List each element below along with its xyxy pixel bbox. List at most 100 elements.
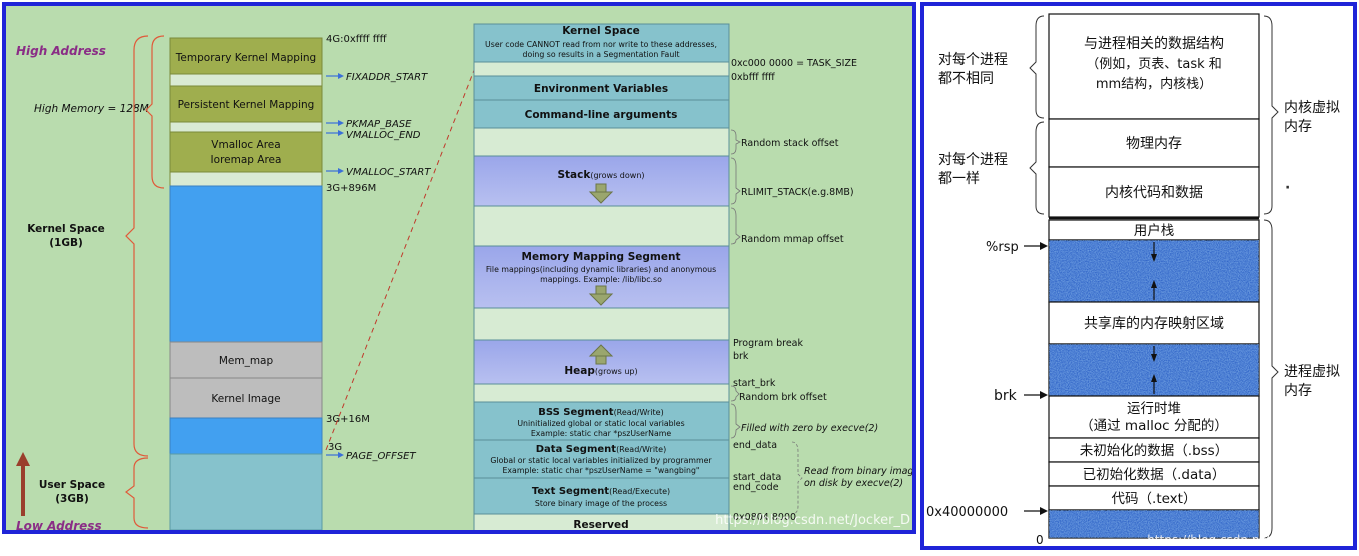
diff-label-1: 对每个进程: [938, 52, 1008, 68]
kernel-vm-brace: [1263, 15, 1279, 215]
high-memory-brace: [145, 35, 165, 189]
fixaddr-arrow-icon: [326, 73, 344, 79]
read-binary-label-2: on disk by execve(2): [804, 478, 903, 489]
user-space-size-label: (3GB): [55, 493, 89, 505]
brk-pointer-label: brk: [994, 388, 1018, 404]
bss-segment-sub1: Uninitialized global or static local var…: [517, 419, 684, 428]
text-segment-label: Text Segment(Read/Execute): [532, 486, 670, 497]
top-address-marker: 4G:0xffff ffff: [326, 34, 388, 45]
physical-memory-label: 物理内存: [1126, 136, 1182, 152]
high-memory-label: High Memory = 128M: [34, 103, 149, 115]
end-data-label: end_data: [733, 440, 777, 451]
bss-label: 未初始化的数据（.bss）: [1080, 442, 1228, 459]
diff-label-2: 都不相同: [938, 71, 994, 87]
random-mmap-offset-label: Random mmap offset: [741, 234, 844, 245]
text-title: Text Segment: [532, 486, 609, 497]
physical-memory-block: [1048, 118, 1260, 168]
kernel-space-size-label: (1GB): [49, 237, 83, 249]
kernel-image-block: [169, 377, 323, 419]
proc-kernel-space-title: Kernel Space: [562, 25, 640, 37]
same-label-2: 都一样: [938, 171, 980, 187]
runtime-heap-label: 运行时堆: [1127, 401, 1181, 417]
mem-map-label: Mem_map: [219, 355, 274, 367]
bfff-label: 0xbfff ffff: [731, 72, 775, 83]
unused-gap: [473, 307, 730, 341]
kernel-vm-label-2: 内存: [1284, 119, 1312, 135]
rlimit-brace: [730, 157, 741, 205]
end-code-label: end_code: [733, 482, 779, 493]
runtime-heap-block: [1048, 395, 1260, 439]
addr-40000000-label: 0x40000000: [926, 505, 1008, 520]
csapp-memory-layout-diagram: 与进程相关的数据结构 （例如，页表、task 和 mm结构，内核栈） 物理内存 …: [926, 13, 1351, 546]
linux-memory-layout-panel: High Address Low Address High Memory = 1…: [2, 2, 916, 534]
shared-library-label: 共享库的内存映射区域: [1084, 315, 1224, 332]
environment-variables-block: [473, 75, 730, 101]
3g-marker: 3G: [328, 442, 342, 453]
random-mmap-gap: [473, 205, 730, 247]
mmap-down-arrow-icon: [588, 285, 614, 306]
process-vm-brace: [1263, 219, 1279, 539]
data-title: Data Segment: [536, 444, 617, 455]
text-label: 代码（.text）: [1112, 491, 1197, 507]
shared-library-block: [1048, 301, 1260, 345]
filled-zero-label: Filled with zero by execve(2): [741, 423, 878, 434]
temporary-kernel-mapping-label: Temporary Kernel Mapping: [175, 52, 316, 64]
text-segment-sub: Store binary image of the process: [535, 499, 667, 508]
mmap-up-arrow-icon: [1151, 280, 1157, 300]
rsp-label: %rsp: [986, 240, 1019, 255]
proc-gap-1: [473, 61, 730, 77]
process-data-structures-line2: （例如，页表、task 和: [1086, 56, 1222, 72]
random-brk-offset-label: Random brk offset: [739, 392, 827, 403]
896m-marker: 3G+896M: [326, 183, 376, 194]
kernel-code-data-label: 内核代码和数据: [1105, 185, 1203, 201]
start-data-label: start_data: [733, 472, 781, 483]
data-segment-label: Data Segment(Read/Write): [536, 444, 666, 455]
bss-segment-sub2: Example: static char *pszUserName: [531, 429, 671, 438]
low-kernel-region: [169, 417, 323, 455]
brk-arrow-icon: [1024, 391, 1048, 399]
rsp-arrow-icon: [1024, 242, 1048, 250]
csapp-memory-layout-panel: 与进程相关的数据结构 （例如，页表、task 和 mm结构，内核栈） 物理内存 …: [920, 2, 1357, 550]
up-arrow-icon: [16, 452, 30, 516]
bss-note: (Read/Write): [614, 408, 664, 417]
dot-mark: ·: [1285, 180, 1290, 196]
start-brk-label: start_brk: [733, 378, 776, 389]
addr-arrow-icon: [1024, 507, 1048, 515]
bss-title: BSS Segment: [538, 407, 614, 418]
mem-map-block: [169, 341, 323, 379]
process-data-structures-line3: mm结构，内核栈）: [1096, 76, 1212, 92]
user-stack-label: 用户栈: [1134, 222, 1175, 239]
memory-mapping-segment-title: Memory Mapping Segment: [522, 251, 681, 263]
command-line-arguments-label: Command-line arguments: [525, 109, 678, 121]
process-vm-label-1: 进程虚拟: [1284, 364, 1340, 380]
user-space-label: User Space: [39, 479, 105, 491]
page-offset-marker: PAGE_OFFSET: [346, 451, 416, 462]
rand-brk-brace: [730, 385, 740, 402]
heap-up-arrow-icon: [1151, 374, 1157, 394]
program-break-label: Program break: [733, 338, 803, 349]
vmalloc-end-arrow-icon: [326, 130, 344, 136]
zoom-connector-line: [325, 59, 479, 451]
data-segment-block: [473, 439, 730, 479]
temporary-kernel-mapping-block: [169, 37, 323, 75]
random-stack-offset-label: Random stack offset: [741, 138, 839, 149]
bss-block: [1048, 437, 1260, 463]
text-note: (Read/Execute): [609, 487, 670, 496]
task-size-label: 0xc000 0000 = TASK_SIZE: [731, 58, 857, 69]
kernel-space-brace: [125, 35, 149, 457]
heap-label: Heap(grows up): [564, 365, 637, 377]
diff-brace: [1029, 15, 1045, 119]
zero-address-label: 0: [1036, 533, 1044, 546]
vmalloc-end-marker: VMALLOC_END: [346, 130, 421, 141]
data-segment-sub2: Example: static char *pszUserName = "wan…: [503, 466, 700, 475]
16m-marker: 3G+16M: [326, 414, 370, 425]
process-data-structures-line1: 与进程相关的数据结构: [1084, 36, 1224, 52]
data-segment-sub1: Global or static local variables initial…: [490, 456, 712, 465]
vmalloc-area-label: Vmalloc Area: [211, 139, 280, 151]
environment-variables-label: Environment Variables: [534, 83, 668, 95]
text-segment-block: [473, 477, 730, 515]
random-stack-gap: [473, 127, 730, 157]
same-label-1: 对每个进程: [938, 152, 1008, 168]
rand-stack-brace: [730, 129, 741, 155]
proc-kernel-space-block: [473, 23, 730, 63]
